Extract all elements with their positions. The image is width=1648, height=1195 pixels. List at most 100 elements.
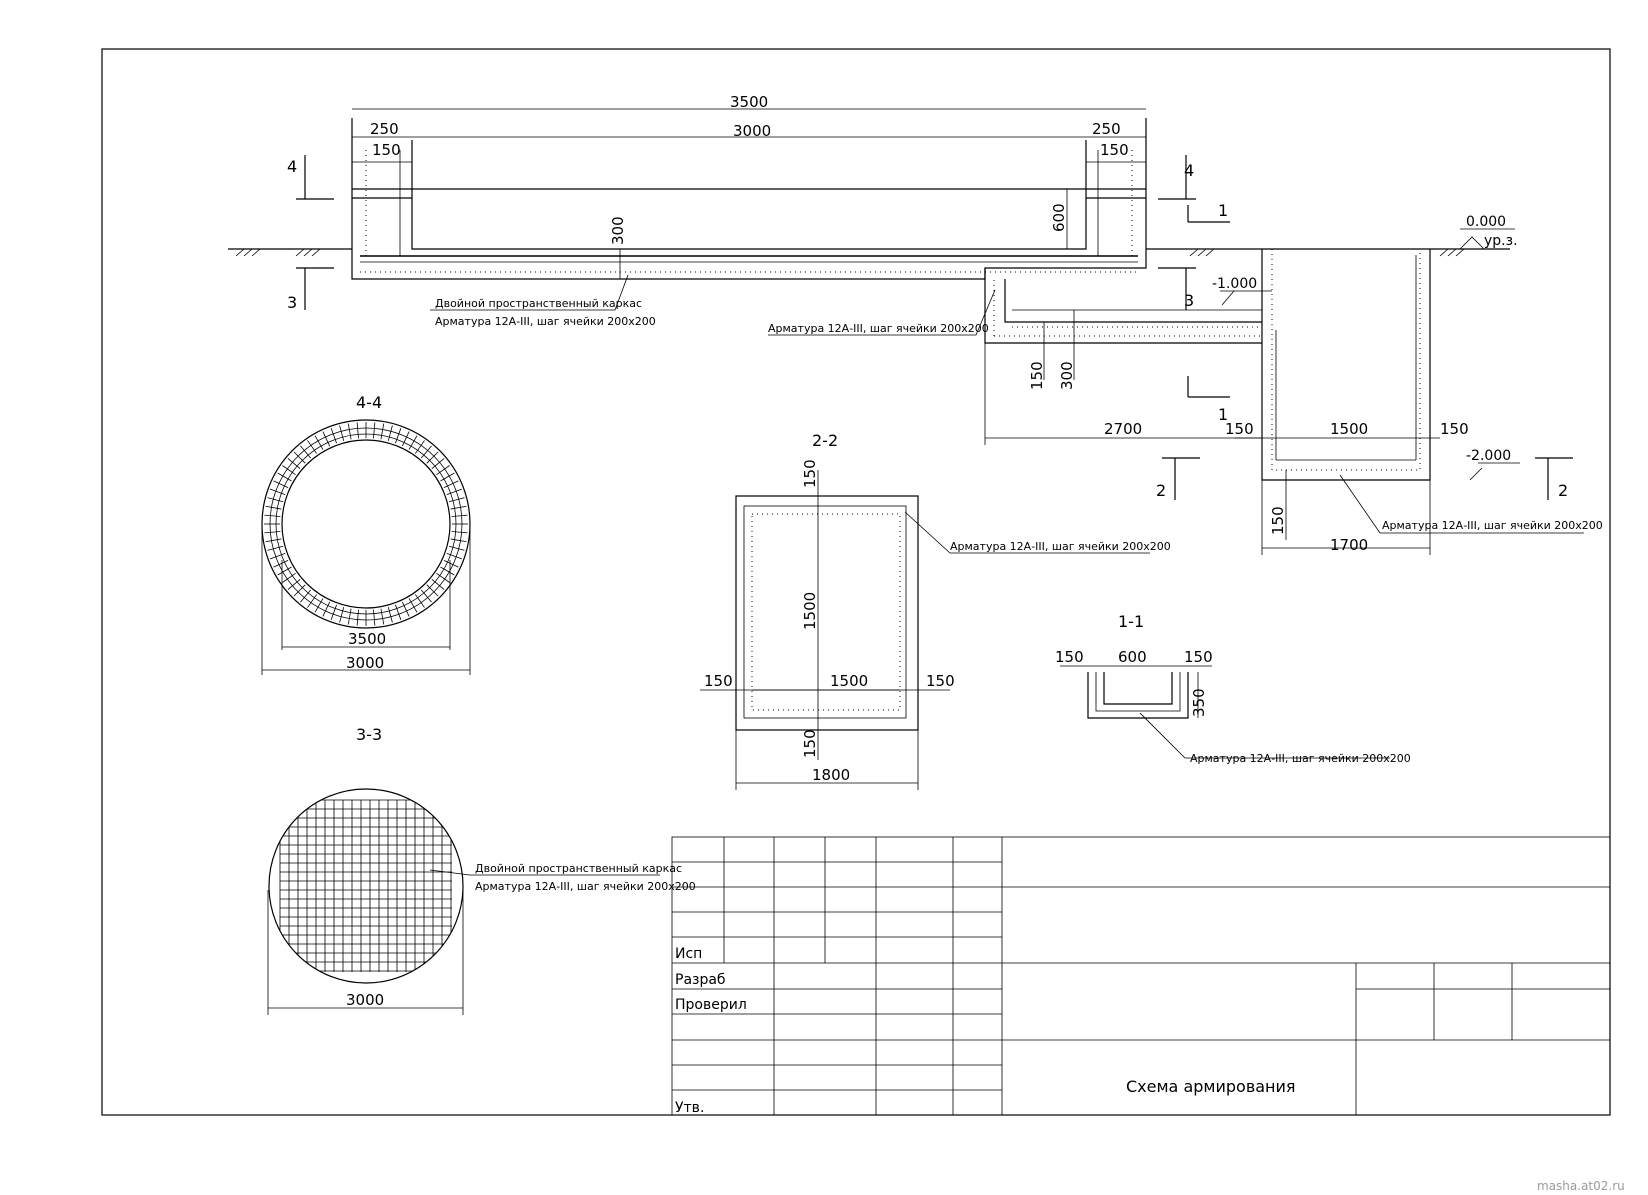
dim-pit-inner: 1500 [1330, 420, 1368, 438]
ring-hatch-line [322, 601, 331, 617]
dim-pit-bottom: 150 [1269, 506, 1287, 535]
ring-hatch-line [356, 609, 359, 626]
tb-isp: Исп [675, 946, 702, 962]
ring-hatch-line [395, 604, 402, 620]
mark-4-left: 4 [287, 157, 297, 176]
note-rebar-s22: Арматура 12А-III, шаг ячейки 200х200 [950, 540, 1171, 553]
ring-hatch-line [267, 497, 284, 503]
ring-hatch-line [330, 428, 337, 444]
note-double-frame-33: Двойной пространственный каркас [475, 862, 682, 875]
ring-hatch-line [322, 431, 331, 447]
ring-hatch-line [339, 425, 345, 442]
dim-side-left: 250 [370, 120, 399, 138]
ring-hatch-line [450, 505, 467, 510]
tb-utv: Утв. [675, 1100, 704, 1116]
mark-3-right: 3 [1184, 291, 1194, 310]
section-2-2 [700, 470, 1150, 790]
section-4-4 [261, 419, 471, 675]
ring-hatch-line [307, 440, 318, 454]
ring-hatch-line [414, 594, 425, 608]
elev-zero: 0.000 [1466, 214, 1506, 230]
ring-hatch-line [339, 606, 345, 623]
dim-s22-top: 150 [801, 459, 819, 488]
title-1-1: 1-1 [1118, 612, 1144, 631]
ring-hatch-line [270, 553, 286, 560]
note-rebar-s11: Арматура 12А-III, шаг ячейки 200х200 [1190, 752, 1411, 765]
ring-hatch-line [380, 423, 385, 440]
mark-3-left: 3 [287, 293, 297, 312]
dim-s22-bottom: 150 [801, 729, 819, 758]
dim-s22-right: 150 [926, 672, 955, 690]
ring-hatch-line [450, 538, 467, 543]
ring-hatch-line [347, 608, 352, 625]
ring-hatch-line [443, 559, 459, 568]
dim-channel-150: 150 [1028, 361, 1046, 390]
ring-hatch-line [267, 545, 284, 551]
ring-hatch-line [380, 608, 385, 625]
dim-top-total: 3500 [730, 93, 768, 111]
ring-hatch-line [408, 598, 418, 613]
tb-title: Схема армирования [1126, 1077, 1296, 1096]
ring-hatch-line [440, 566, 455, 576]
elev-zero-label: ур.з. [1484, 233, 1518, 249]
ring-hatch-line [401, 431, 410, 447]
note-rebar-main: Арматура 12А-III, шаг ячейки 200х200 [435, 315, 656, 328]
ring-hatch-line [265, 538, 282, 543]
ring-hatch-line [387, 606, 393, 623]
ring-hatch-line [287, 458, 301, 470]
ring-hatch-line [287, 578, 301, 590]
dim-side-right: 250 [1092, 120, 1121, 138]
mark-1-top: 1 [1218, 201, 1228, 220]
dim-s44-inner: 3000 [346, 654, 384, 672]
elev-minus2: -2.000 [1466, 448, 1511, 464]
note-rebar-pit: Арматура 12А-III, шаг ячейки 200х200 [1382, 519, 1603, 532]
section-3-3 [267, 788, 660, 1015]
ring-hatch-line [330, 604, 337, 620]
dim-depth-600: 600 [1050, 203, 1068, 232]
dim-wall-right: 150 [1100, 141, 1129, 159]
ring-hatch-line [401, 601, 410, 617]
dim-pit-wall-l: 150 [1225, 420, 1254, 438]
mark-4-right: 4 [1184, 161, 1194, 180]
ring-hatch-line [314, 598, 324, 613]
ring-hatch-line [265, 505, 282, 510]
ring-hatch-line [373, 422, 376, 439]
ring-hatch-line [426, 451, 439, 464]
dim-channel-len: 2700 [1104, 420, 1142, 438]
dim-s44-outer: 3500 [348, 630, 386, 648]
dim-wall-left: 150 [372, 141, 401, 159]
mark-2-left: 2 [1156, 481, 1166, 500]
watermark: masha.at02.ru [1537, 1179, 1625, 1193]
ring-hatch-line [440, 472, 455, 482]
dim-depth-300: 300 [609, 216, 627, 245]
ring-hatch-line [420, 589, 432, 603]
note-double-frame: Двойной пространственный каркас [435, 297, 642, 310]
title-block [671, 836, 1611, 1116]
ring-hatch-line [300, 445, 312, 459]
ring-hatch-line [448, 545, 465, 551]
dim-s22-total: 1800 [812, 766, 850, 784]
ring-hatch-line [414, 440, 425, 454]
dim-s33-diam: 3000 [346, 991, 384, 1009]
ring-hatch-line [270, 488, 286, 495]
ring-hatch-line [293, 584, 306, 597]
ring-hatch-line [373, 609, 376, 626]
ring-hatch-line [293, 451, 306, 464]
ring-hatch-line [307, 594, 318, 608]
ring-hatch-line [446, 553, 462, 560]
dim-s22-height: 1500 [801, 592, 819, 630]
section-1-1 [1060, 665, 1390, 759]
note-rebar-33: Арматура 12А-III, шаг ячейки 200х200 [475, 880, 696, 893]
sheet-border [101, 48, 1611, 1116]
ring-hatch-line [408, 435, 418, 450]
ring-hatch-line [347, 423, 352, 440]
ring-hatch-line [426, 584, 439, 597]
ring-hatch-line [314, 435, 324, 450]
ring-hatch-line [451, 531, 468, 534]
tb-proveril: Проверил [675, 997, 747, 1013]
mark-2-right: 2 [1558, 481, 1568, 500]
title-2-2: 2-2 [812, 431, 838, 450]
elev-minus1: -1.000 [1212, 276, 1257, 292]
dim-channel-300: 300 [1058, 361, 1076, 390]
